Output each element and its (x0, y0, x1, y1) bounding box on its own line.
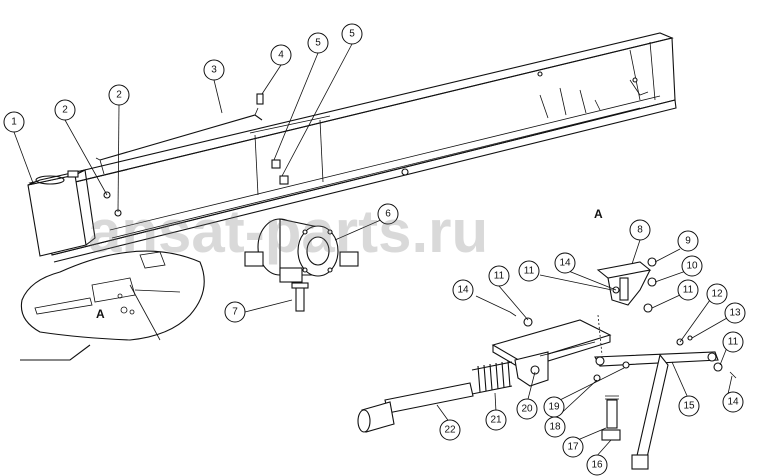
pedal-rod-22 (357, 382, 474, 433)
callout-5b: 5 (341, 23, 363, 45)
callout-14b: 14 (452, 279, 474, 301)
callout-11c: 11 (677, 279, 699, 301)
svg-text:16: 16 (591, 460, 603, 471)
spring-21 (471, 360, 513, 395)
svg-text:11: 11 (728, 337, 739, 348)
svg-text:3: 3 (211, 65, 217, 76)
view-label-inset: A (96, 307, 105, 321)
callout-10: 10 (681, 255, 703, 277)
svg-text:6: 6 (385, 209, 391, 220)
long-rod (95, 107, 263, 175)
callout-14c: 14 (722, 391, 744, 413)
callout-20: 20 (516, 398, 538, 420)
svg-text:14: 14 (559, 258, 571, 269)
callout-18: 18 (544, 416, 566, 438)
svg-text:1: 1 (11, 117, 17, 128)
svg-text:19: 19 (548, 402, 560, 413)
svg-text:7: 7 (232, 307, 238, 318)
callout-2b: 2 (108, 84, 130, 106)
callout-8: 8 (629, 219, 651, 241)
callout-6: 6 (377, 203, 399, 225)
callout-11a: 11 (518, 260, 540, 282)
callout-14a: 14 (554, 252, 576, 274)
callout-9: 9 (677, 230, 699, 252)
callout-7: 7 (224, 301, 246, 323)
svg-text:9: 9 (685, 236, 691, 247)
leader-lines (13, 43, 733, 459)
front-box (27, 169, 96, 257)
callout-16: 16 (586, 454, 608, 476)
svg-text:13: 13 (729, 308, 741, 319)
callout-1: 1 (3, 111, 25, 133)
callout-11b: 11 (488, 265, 510, 287)
svg-text:14: 14 (727, 397, 739, 408)
callout-17: 17 (562, 436, 584, 458)
callout-4: 4 (270, 44, 292, 66)
svg-text:4: 4 (278, 50, 284, 61)
hub-assembly (244, 218, 359, 312)
svg-text:22: 22 (444, 425, 456, 436)
callout-22: 22 (439, 419, 461, 441)
svg-text:2: 2 (62, 105, 68, 116)
svg-text:5: 5 (315, 38, 321, 49)
beam-fasteners (103, 71, 638, 217)
pedal-assembly (357, 257, 737, 470)
callout-12: 12 (706, 283, 728, 305)
svg-text:2: 2 (116, 90, 122, 101)
svg-text:14: 14 (457, 285, 469, 296)
callout-2a: 2 (54, 99, 76, 121)
callout-11d: 11 (722, 331, 744, 353)
svg-text:15: 15 (683, 401, 695, 412)
svg-text:10: 10 (686, 261, 698, 272)
svg-text:18: 18 (549, 422, 561, 433)
svg-text:5: 5 (349, 29, 355, 40)
callout-19: 19 (543, 396, 565, 418)
inset-detail (20, 250, 205, 361)
callout-3: 3 (203, 59, 225, 81)
callout-5a: 5 (307, 32, 329, 54)
svg-text:11: 11 (524, 266, 535, 277)
view-label-detail: A (594, 207, 603, 221)
svg-text:20: 20 (521, 404, 533, 415)
callout-15: 15 (678, 395, 700, 417)
svg-text:21: 21 (490, 415, 502, 426)
watermark: ansat-parts.ru (88, 198, 488, 265)
svg-text:17: 17 (567, 442, 579, 453)
callout-21: 21 (485, 409, 507, 431)
svg-text:12: 12 (711, 289, 723, 300)
svg-text:8: 8 (637, 225, 643, 236)
callout-13: 13 (724, 302, 746, 324)
svg-text:11: 11 (683, 285, 694, 296)
svg-text:11: 11 (494, 271, 505, 282)
